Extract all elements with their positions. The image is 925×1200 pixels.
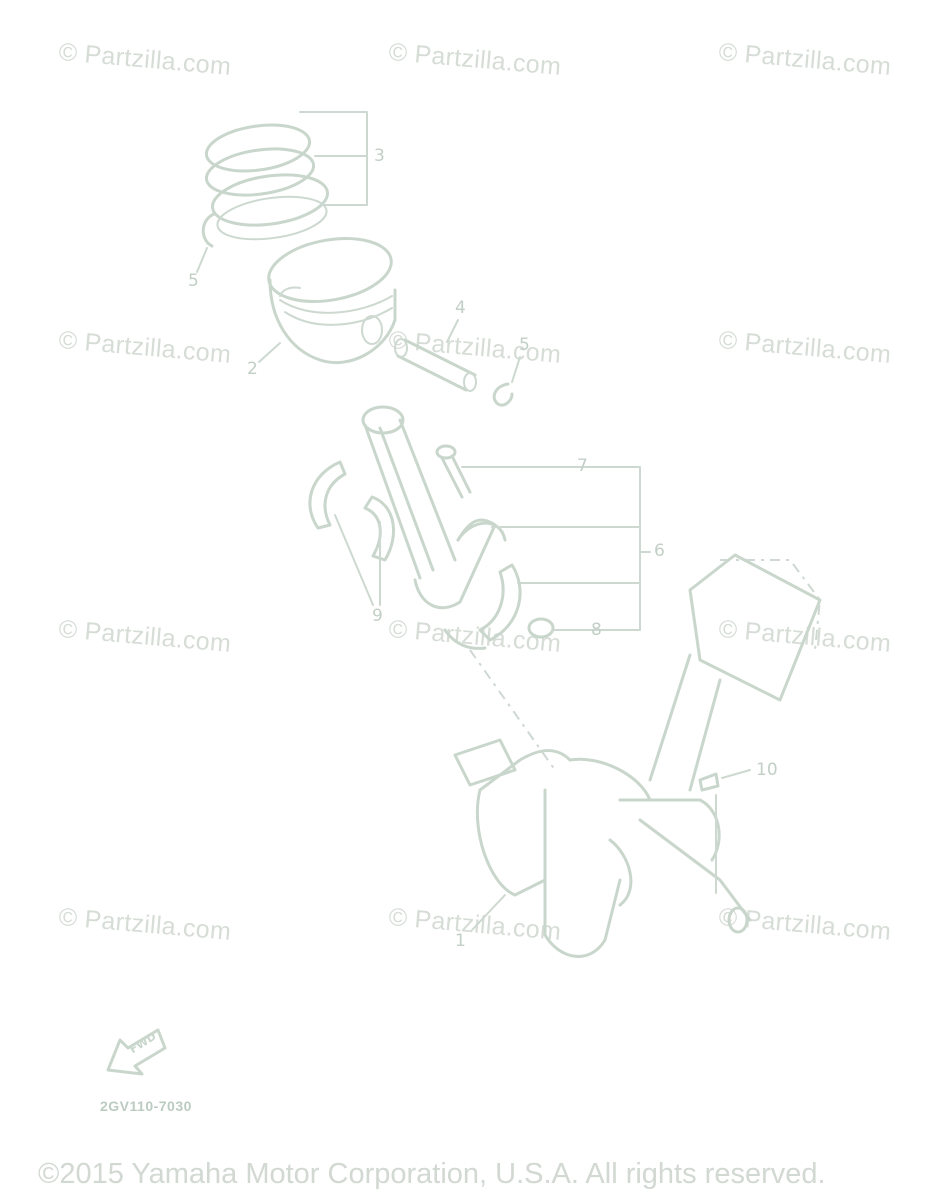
callout-bracket [299,111,368,206]
callout-5-right: 5 [519,335,530,355]
callout-4: 4 [455,298,466,318]
callout-6: 6 [654,541,665,561]
piston-rings [204,123,330,241]
callout-9: 9 [372,606,383,626]
callout-line [446,319,459,343]
callout-7: 7 [577,456,588,476]
callout-bracket [461,466,641,631]
circlip [201,212,216,248]
callout-3: 3 [374,146,385,166]
callout-line [471,894,506,931]
connecting-rod [361,405,507,610]
callout-line [334,514,374,606]
piston [267,237,397,365]
copyright-notice: ©2015 Yamaha Motor Corporation, U.S.A. A… [38,1158,826,1190]
big-end-bearing [308,460,522,650]
callout-1: 1 [455,931,466,951]
rod-nut [527,617,555,639]
callout-2: 2 [247,359,258,379]
fwd-arrow-icon: FWD [106,1028,167,1076]
callout-5-left: 5 [188,271,199,291]
callout-line [511,356,521,383]
callout-10: 10 [756,760,778,780]
fwd-label: FWD [127,1030,158,1056]
callout-line [258,342,281,363]
piston-pin [394,338,477,392]
woodruff-key [698,772,720,792]
callout-line [196,247,208,273]
circlip [492,382,514,407]
diagram-code: 2GV110-7030 [100,1098,192,1114]
callout-line [721,769,751,779]
callout-8: 8 [591,620,602,640]
crankshaft [453,553,822,958]
rod-bolt [435,444,472,499]
assembly-line [720,559,822,651]
